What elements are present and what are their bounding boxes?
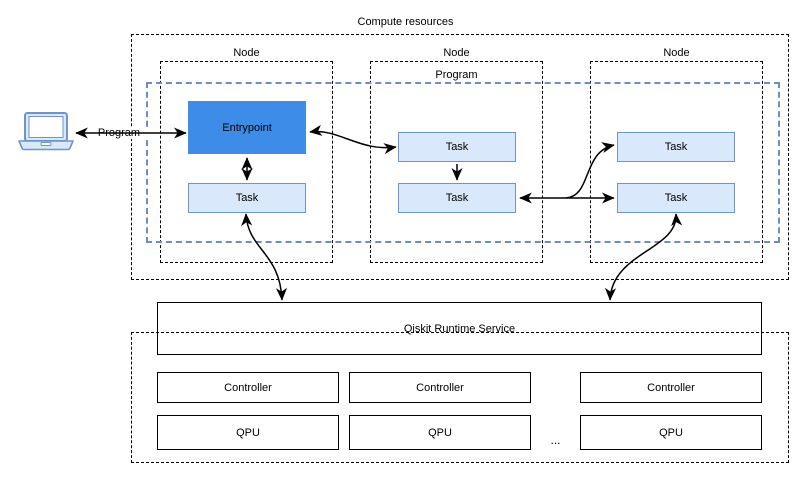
node-label-2: Node bbox=[443, 47, 470, 59]
task-block-2-1[interactable]: Task bbox=[398, 132, 516, 162]
entrypoint-block[interactable]: Entrypoint bbox=[188, 101, 306, 154]
program-connection-label: Program bbox=[90, 128, 148, 139]
qpu-ellipsis: ... bbox=[550, 433, 561, 447]
program-boundary bbox=[146, 82, 780, 243]
quantum-backend-container bbox=[131, 332, 789, 463]
task-block-1-1[interactable]: Task bbox=[188, 183, 306, 213]
compute-resources-container bbox=[131, 34, 789, 280]
laptop-icon bbox=[16, 110, 76, 157]
controller-box-2[interactable]: Controller bbox=[349, 372, 531, 403]
diagram-title: Compute resources bbox=[357, 16, 454, 28]
task-block-3-1[interactable]: Task bbox=[617, 132, 735, 162]
node-label-1: Node bbox=[233, 47, 260, 59]
qpu-box-1[interactable]: QPU bbox=[157, 415, 339, 450]
node-container-2 bbox=[370, 61, 543, 263]
node-label-3: Node bbox=[663, 47, 690, 59]
task-block-2-2[interactable]: Task bbox=[398, 183, 516, 213]
qpu-box-2[interactable]: QPU bbox=[349, 415, 531, 450]
task-block-3-2[interactable]: Task bbox=[617, 183, 735, 213]
qpu-box-3[interactable]: QPU bbox=[580, 415, 762, 450]
controller-box-1[interactable]: Controller bbox=[157, 372, 339, 403]
qiskit-runtime-service-box[interactable]: Qiskit Runtime Service bbox=[157, 302, 762, 355]
controller-box-3[interactable]: Controller bbox=[580, 372, 762, 403]
program-boundary-label: Program bbox=[435, 69, 478, 81]
